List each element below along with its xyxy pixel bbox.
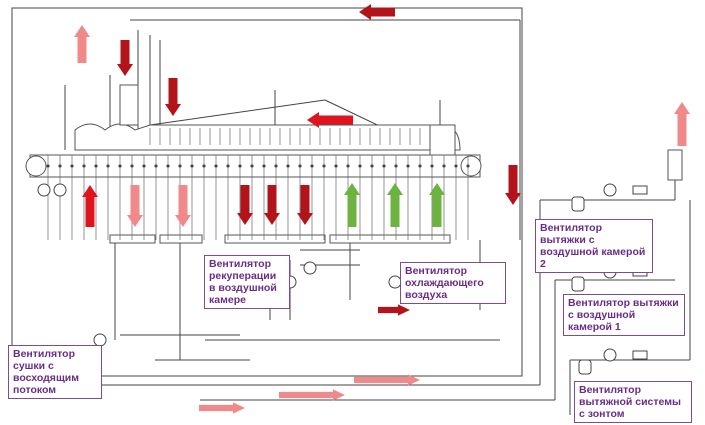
thermocouple-point: [430, 164, 434, 168]
airflow-arrows: [74, 4, 690, 414]
thermocouple-point: [274, 164, 278, 168]
airflow-arrow-right: [279, 389, 345, 401]
fan-symbols: [37, 183, 648, 375]
thermocouple-point: [202, 164, 206, 168]
label-drying-fan: Вентилятор сушки с восходящим потоком: [8, 345, 102, 399]
airflow-arrow-down: [297, 185, 313, 225]
thermocouple-point: [82, 164, 86, 168]
thermocouple-point: [454, 164, 458, 168]
damper-icon: [571, 276, 585, 292]
thermocouple-point: [166, 164, 170, 168]
thermocouple-point: [154, 164, 158, 168]
kiln-body: [25, 84, 683, 244]
motor-icon: [632, 350, 648, 360]
label-cooling-fan: Вентилятор охлаждающего воздуха: [400, 262, 506, 304]
damper-icon: [571, 196, 585, 212]
airflow-arrow-right: [378, 304, 410, 316]
thermocouple-point: [262, 164, 266, 168]
thermocouple-point: [322, 164, 326, 168]
airflow-arrow-up: [82, 185, 98, 227]
thermocouple-point: [238, 164, 242, 168]
thermocouple-point: [58, 164, 62, 168]
airflow-arrow-down: [165, 78, 181, 116]
thermocouple-point: [106, 164, 110, 168]
airflow-arrow-right: [199, 402, 245, 414]
airflow-arrow-down: [237, 185, 253, 225]
thermocouple-point: [118, 164, 122, 168]
thermocouple-point: [190, 164, 194, 168]
airflow-arrow-left: [359, 4, 395, 20]
fan-icon: [603, 183, 617, 197]
airflow-arrow-down: [127, 185, 143, 227]
thermocouple-point: [418, 164, 422, 168]
thermocouple-point: [382, 164, 386, 168]
thermocouple-point: [94, 164, 98, 168]
thermocouple-point: [394, 164, 398, 168]
airflow-arrow-up: [429, 183, 445, 227]
label-exhaust-fan-2: Вентилятор вытяжки с воздушной камерой 2: [535, 219, 653, 273]
thermocouple-point: [370, 164, 374, 168]
damper-icon: [578, 359, 592, 375]
airflow-arrow-left: [307, 112, 353, 128]
thermocouple-point: [214, 164, 218, 168]
thermocouple-point: [46, 164, 50, 168]
airflow-arrow-up: [674, 102, 690, 146]
airflow-arrow-down: [264, 185, 280, 225]
thermocouple-point: [250, 164, 254, 168]
thermocouple-point: [178, 164, 182, 168]
thermocouple-point: [286, 164, 290, 168]
label-exhaust-fan-1: Вентилятор вытяжки с воздушной камерой 1: [563, 294, 685, 336]
thermocouple-point: [298, 164, 302, 168]
airflow-arrow-down: [175, 185, 191, 227]
fan-icon: [303, 261, 317, 275]
airflow-arrow-down: [505, 165, 521, 205]
thermocouple-point: [226, 164, 230, 168]
fan-icon: [603, 348, 617, 362]
thermocouple-point: [466, 164, 470, 168]
thermocouple-point: [346, 164, 350, 168]
thermocouple-point: [442, 164, 446, 168]
airflow-arrow-right: [354, 374, 420, 386]
airflow-arrow-up: [74, 25, 90, 63]
fan-icon: [53, 183, 67, 197]
fan-icon: [37, 183, 51, 197]
thermocouple-point: [358, 164, 362, 168]
thermocouple-point: [70, 164, 74, 168]
thermocouple-point: [142, 164, 146, 168]
airflow-arrow-down: [117, 40, 133, 76]
thermocouple-point: [310, 164, 314, 168]
thermocouple-point: [406, 164, 410, 168]
thermocouple-point: [334, 164, 338, 168]
airflow-arrow-up: [344, 183, 360, 227]
label-recuperation-fan: Вентилятор рекуперации в воздушной камер…: [204, 255, 290, 309]
airflow-arrow-up: [387, 183, 403, 227]
motor-icon: [632, 185, 648, 195]
thermocouple-point: [130, 164, 134, 168]
label-hood-exhaust-fan: Вентилятор вытяжной системы с зонтом: [574, 381, 692, 423]
